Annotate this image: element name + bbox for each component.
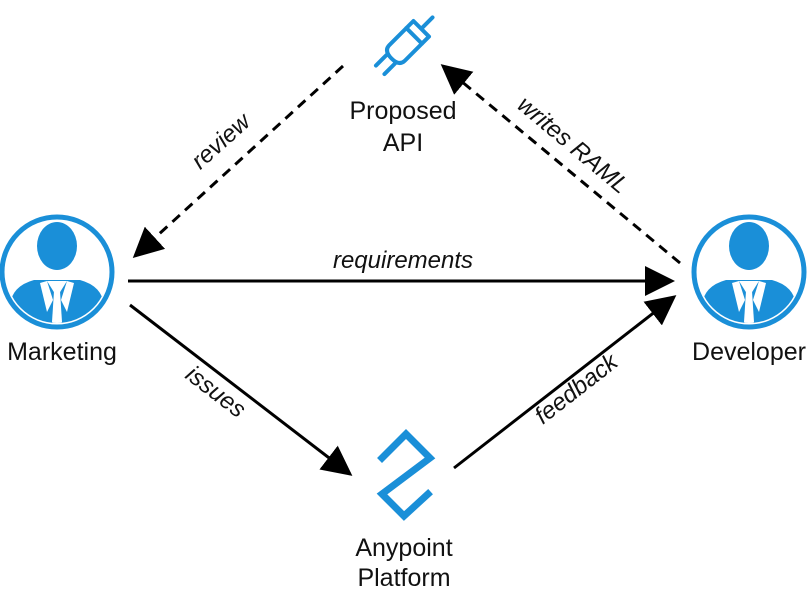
node-marketing: Marketing (0, 214, 117, 366)
node-label-developer: Developer (692, 338, 806, 366)
edge-label-requirements: requirements (333, 247, 473, 274)
plug-icon (373, 15, 435, 77)
node-anypoint-platform: Anypoint Platform (355, 429, 453, 590)
edge-label-feedback: feedback (530, 347, 625, 429)
edge-label-review: review (186, 107, 257, 175)
person-icon (0, 214, 115, 330)
node-proposed-api: Proposed API (349, 15, 457, 157)
node-label-anypoint: Anypoint (355, 534, 452, 562)
edge-feedback (453, 295, 677, 470)
anypoint-logo-icon (376, 429, 436, 521)
edge-review (132, 64, 345, 259)
edge-label-writes-raml: writes RAML (512, 91, 634, 199)
edge-writes-raml (440, 64, 681, 265)
node-developer: Developer (691, 214, 807, 366)
node-label-proposed: Proposed (349, 97, 456, 125)
edge-issues (129, 303, 353, 476)
node-label-marketing: Marketing (7, 338, 117, 366)
node-label-platform: Platform (357, 564, 450, 590)
node-label-api: API (383, 129, 423, 157)
person-icon (691, 214, 807, 330)
